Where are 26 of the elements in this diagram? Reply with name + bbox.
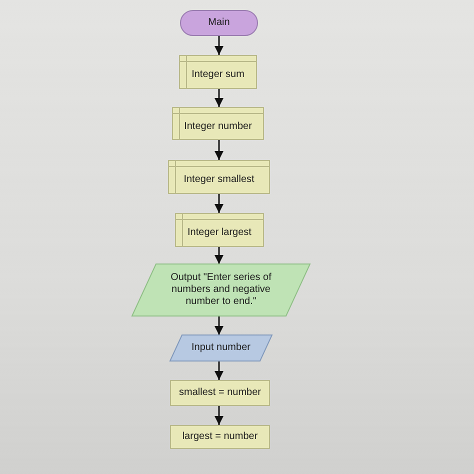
declaration-box (179, 55, 257, 89)
arrow (214, 140, 224, 160)
declaration-box (172, 107, 264, 140)
node-text: smallest = number (179, 387, 261, 399)
output-parallelogram (132, 264, 310, 316)
arrow (214, 194, 224, 213)
node-text: Integer largest (188, 227, 252, 239)
node-text: Integer sum (192, 69, 244, 81)
arrow (214, 36, 224, 55)
arrow (214, 361, 224, 380)
assignment-box (170, 380, 270, 406)
node-text: Input number (192, 342, 250, 354)
declaration-box (175, 213, 264, 247)
start-terminal (180, 10, 258, 36)
arrow (214, 89, 224, 107)
node-text: Integer number (184, 120, 252, 132)
node-text: largest = number (182, 431, 258, 443)
node-text: Main (208, 17, 230, 29)
arrow (214, 406, 224, 425)
node-text: Output "Enter series of numbers and negative number to end." (170, 272, 272, 308)
node-text: Integer smallest (184, 174, 254, 186)
arrow (214, 247, 224, 264)
declaration-box (168, 160, 270, 194)
assignment-box (170, 425, 270, 449)
input-parallelogram (170, 335, 272, 361)
arrow (214, 316, 224, 335)
